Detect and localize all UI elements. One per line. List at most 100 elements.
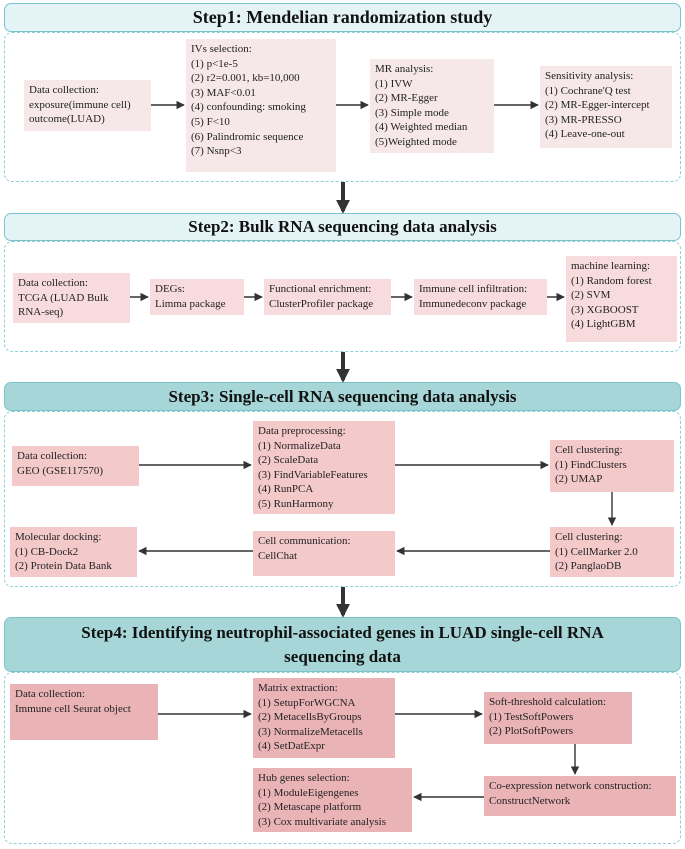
box-line: Immune cell Seurat object bbox=[15, 702, 131, 715]
box-line: (2) MR-Egger-intercept bbox=[545, 99, 650, 112]
step3-cell-clustering-1-box: Cell clustering: (1) FindClusters (2) UMAP bbox=[550, 440, 674, 492]
box-line: (1) TestSoftPowers bbox=[489, 710, 574, 723]
box-line: (4) Leave-one-out bbox=[545, 128, 625, 141]
box-heading: Soft-threshold calculation: bbox=[489, 696, 606, 708]
box-line: (4) confounding: smoking bbox=[191, 101, 306, 114]
box-heading: DEGs: bbox=[155, 283, 185, 295]
box-line: (2) PlotSoftPowers bbox=[489, 725, 574, 738]
step2-immune-infiltration-box: Immune cell infiltration: Immunedeconv pa… bbox=[414, 279, 547, 315]
box-line: outcome(LUAD) bbox=[29, 113, 105, 126]
step2-degs-box: DEGs: Limma package bbox=[150, 279, 244, 315]
step4-title-line1: Step4: Identifying neutrophil-associated… bbox=[81, 622, 604, 642]
step2-functional-enrichment-box: Functional enrichment: ClusterProfiler pa… bbox=[264, 279, 391, 315]
box-heading: IVs selection: bbox=[191, 43, 252, 55]
box-line: (1) IVW bbox=[375, 77, 413, 90]
box-line: (1) CellMarker 2.0 bbox=[555, 545, 638, 558]
box-line: (2) ScaleData bbox=[258, 454, 319, 467]
box-line: ConstructNetwork bbox=[489, 794, 571, 807]
box-heading: Co-expression network construction: bbox=[489, 780, 652, 792]
step4-data-collection-box: Data collection: Immune cell Seurat objec… bbox=[10, 684, 158, 740]
box-line: (3) MR-PRESSO bbox=[545, 113, 622, 126]
box-heading: Data preprocessing: bbox=[258, 425, 346, 437]
box-line: (1) FindClusters bbox=[555, 458, 627, 471]
box-line: (3) FindVariableFeatures bbox=[258, 468, 368, 481]
box-line: (2) Metascape platform bbox=[258, 801, 362, 814]
step4-coexpression-network-box: Co-expression network construction: Const… bbox=[484, 776, 676, 816]
box-line: RNA-seq) bbox=[18, 306, 64, 319]
box-line: (2) PanglaoDB bbox=[555, 560, 622, 573]
box-line: (1) CB-Dock2 bbox=[15, 545, 79, 558]
step3-panel bbox=[4, 411, 681, 587]
step2-banner: Step2: Bulk RNA sequencing data analysis bbox=[4, 213, 681, 241]
box-line: (2) MR-Egger bbox=[375, 92, 438, 105]
step4-panel bbox=[4, 672, 681, 844]
step4-matrix-extraction-box: Matrix extraction: (1) SetupForWGCNA (2) M… bbox=[253, 678, 395, 758]
box-heading: MR analysis: bbox=[375, 63, 434, 75]
step3-banner: Step3: Single-cell RNA sequencing data a… bbox=[4, 382, 681, 411]
box-heading: Functional enrichment: bbox=[269, 283, 372, 295]
box-heading: machine learning: bbox=[571, 260, 651, 272]
step1-data-collection-box: Data collection: exposure(immune cell) out… bbox=[24, 80, 151, 131]
step2-machine-learning-box: machine learning: (1) Random forest (2) SV… bbox=[566, 256, 677, 342]
box-line: (2) SVM bbox=[571, 289, 611, 302]
box-line: (2) UMAP bbox=[555, 473, 603, 486]
box-line: CellChat bbox=[258, 549, 298, 562]
step2-title: Step2: Bulk RNA sequencing data analysis bbox=[188, 217, 497, 236]
box-line: (4) Weighted median bbox=[375, 121, 468, 134]
box-line: (3) MAF<0.01 bbox=[191, 86, 256, 99]
step4-hub-genes-box: Hub genes selection: (1) ModuleEigengenes… bbox=[253, 768, 412, 832]
box-line: exposure(immune cell) bbox=[29, 98, 131, 111]
step3-title: Step3: Single-cell RNA sequencing data a… bbox=[168, 386, 517, 406]
box-line: (2) r2=0.001, kb=10,000 bbox=[191, 72, 300, 85]
box-heading: Hub genes selection: bbox=[258, 772, 350, 784]
box-line: (3) XGBOOST bbox=[571, 303, 639, 316]
step3-data-preprocessing-box: Data preprocessing: (1) NormalizeData (2) … bbox=[253, 421, 395, 514]
step1-panel bbox=[4, 32, 681, 182]
step1-mr-analysis-box: MR analysis: (1) IVW (2) MR-Egger(3) Simpl… bbox=[370, 59, 494, 153]
step4-title-line2: sequencing data bbox=[284, 646, 401, 666]
step3-cell-clustering-2-box: Cell clustering: (1) CellMarker 2.0 (2) Pa… bbox=[550, 527, 674, 577]
box-line: (1) SetupForWGCNA bbox=[258, 696, 356, 709]
box-heading: Cell clustering: bbox=[555, 444, 623, 456]
box-heading: Data collection: bbox=[15, 688, 85, 700]
box-line: (3) Cox multivariate analysis bbox=[258, 815, 386, 828]
step1-banner: Step1: Mendelian randomization study bbox=[4, 3, 681, 32]
box-line: (5) RunHarmony bbox=[258, 497, 334, 510]
box-line: (1) ModuleEigengenes bbox=[258, 786, 359, 799]
box-line: (3) NormalizeMetacells bbox=[258, 725, 363, 738]
box-heading: Cell clustering: bbox=[555, 531, 623, 543]
step2-panel bbox=[4, 241, 681, 352]
box-heading: Matrix extraction: bbox=[258, 682, 338, 694]
box-line: (1) p<1e-5 bbox=[191, 57, 238, 70]
box-line: (7) Nsnp<3 bbox=[191, 145, 242, 158]
box-line: Immunedeconv package bbox=[419, 297, 527, 310]
box-heading: Data collection: bbox=[29, 84, 99, 96]
step3-cell-communication-box: Cell communication: CellChat bbox=[253, 531, 395, 576]
box-line: (2) Protein Data Bank bbox=[15, 560, 112, 573]
box-heading: Cell communication: bbox=[258, 535, 351, 547]
box-line: (1) Random forest bbox=[571, 274, 652, 287]
box-line: (2) MetacellsByGroups bbox=[258, 711, 362, 724]
step4-soft-threshold-box: Soft-threshold calculation: (1) TestSoftP… bbox=[484, 692, 632, 744]
box-line: (5)Weighted mode bbox=[375, 135, 457, 148]
box-line: (5) F<10 bbox=[191, 115, 230, 128]
step1-title: Step1: Mendelian randomization study bbox=[192, 7, 493, 27]
step1-sensitivity-analysis-box: Sensitivity analysis:(1) Cochrane'Q test… bbox=[540, 66, 672, 148]
box-line: (3) Simple mode bbox=[375, 106, 449, 119]
box-line: ClusterProfiler package bbox=[269, 297, 374, 310]
box-line: (1) Cochrane'Q test bbox=[545, 84, 631, 97]
step4-banner: Step4: Identifying neutrophil-associated… bbox=[4, 617, 681, 672]
box-line: (4) SetDatExpr bbox=[258, 740, 325, 753]
box-heading: Immune cell infiltration: bbox=[419, 283, 528, 295]
box-line: Limma package bbox=[155, 297, 226, 310]
box-heading: Molecular docking: bbox=[15, 531, 102, 543]
box-line: (4) LightGBM bbox=[571, 318, 636, 331]
box-line: (1) NormalizeData bbox=[258, 439, 341, 452]
box-line: (6) Palindromic sequence bbox=[191, 130, 304, 143]
box-heading: Data collection: bbox=[17, 450, 87, 462]
step3-molecular-docking-box: Molecular docking: (1) CB-Dock2 (2) Protei… bbox=[10, 527, 137, 577]
box-line: (4) RunPCA bbox=[258, 483, 314, 496]
box-heading: Data collection: bbox=[18, 277, 88, 289]
